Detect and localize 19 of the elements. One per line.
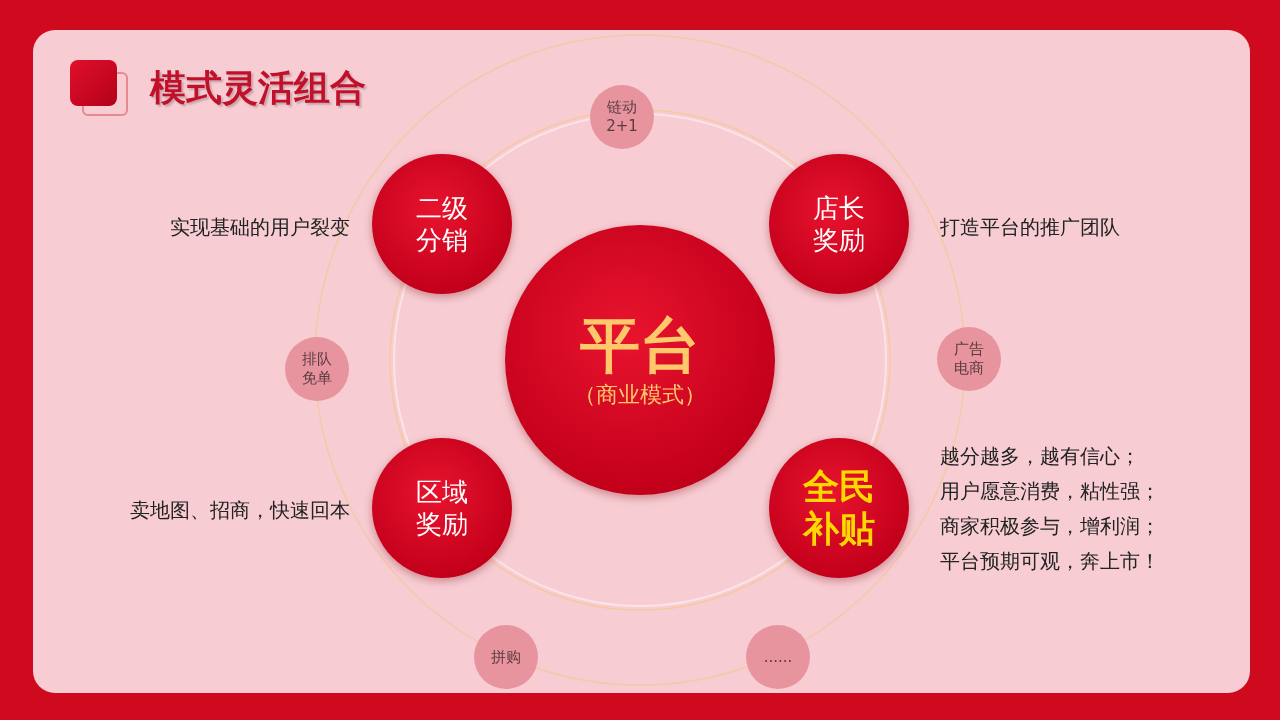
description-text: 越分越多，越有信心； bbox=[940, 443, 1140, 470]
tag-label: 广告电商 bbox=[953, 340, 985, 378]
tag-label: 链动 2+1 bbox=[605, 98, 639, 136]
tag-label: 拼购 bbox=[490, 647, 522, 667]
description-text: 平台预期可观，奔上市！ bbox=[940, 548, 1160, 575]
description-text: 商家积极参与，增利润； bbox=[940, 513, 1160, 540]
tag-label: ...... bbox=[762, 647, 794, 667]
center-title: 平台 bbox=[580, 310, 700, 380]
circle-label: 区域奖励 bbox=[415, 476, 469, 540]
tag-label: 排队免单 bbox=[301, 350, 333, 388]
description-text: 用户愿意消费，粘性强； bbox=[940, 478, 1160, 505]
circle-label: 全民补贴 bbox=[801, 466, 876, 550]
circle-label: 二级分销 bbox=[415, 192, 469, 256]
center-subtitle: （商业模式） bbox=[574, 381, 706, 409]
slide-title: 模式灵活组合 bbox=[150, 66, 366, 110]
description-text: 打造平台的推广团队 bbox=[940, 213, 1120, 241]
description-text: 卖地图、招商，快速回本 bbox=[130, 496, 350, 524]
description-text: 实现基础的用户裂变 bbox=[170, 213, 350, 241]
circle-label: 店长奖励 bbox=[812, 192, 866, 256]
